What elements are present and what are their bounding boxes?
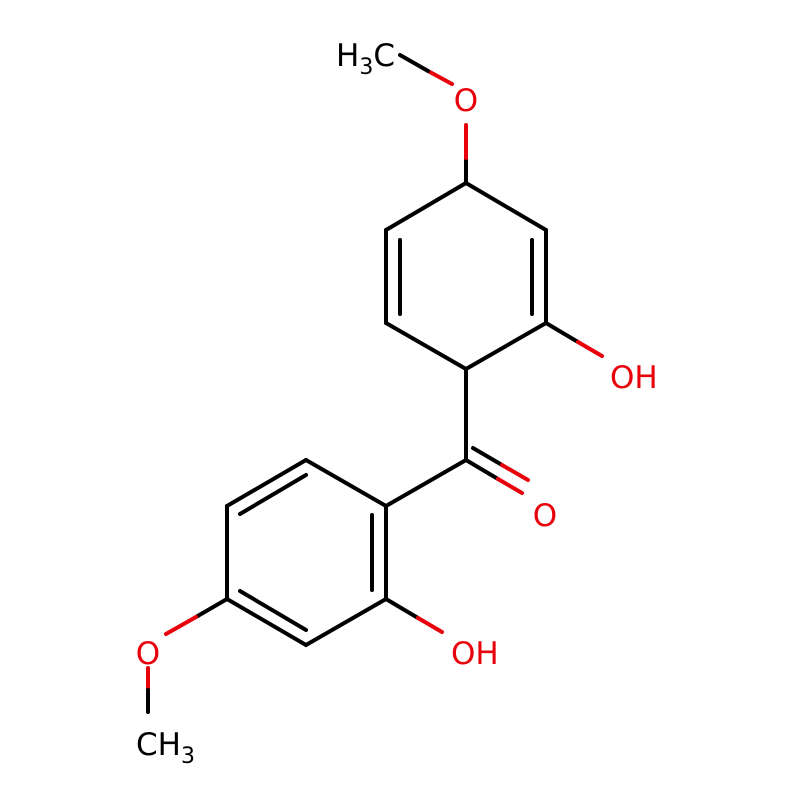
top-ring [384,181,548,371]
bond [398,53,430,73]
bond [464,181,548,232]
bond-inner [238,473,308,516]
hydroxyl-top-label: OH [610,360,658,396]
bond [416,616,444,634]
bond [194,597,229,619]
bond [225,458,308,508]
bond [384,181,468,232]
bond [496,477,524,495]
bond [225,597,308,647]
bond [576,340,604,358]
bond [384,321,468,371]
bottom-ring [225,458,388,647]
bond [464,321,548,371]
bond [164,615,198,636]
bond [426,69,454,86]
methoxy-oxygen-top: O [454,83,478,119]
bond [464,458,500,481]
bond [384,458,468,508]
bond [544,321,580,344]
bond [304,597,388,647]
methyl-top-label: H3C [336,38,395,80]
carbonyl-oxygen: O [533,498,557,534]
methyl-bottom-label: CH3 [136,727,195,769]
bond-inner [238,589,308,632]
bond [304,458,388,508]
bond [384,597,420,620]
bond [500,463,530,482]
bond [471,446,504,467]
methoxy-oxygen-bottom: O [136,636,160,672]
hydroxyl-bottom-label: OH [451,636,499,672]
